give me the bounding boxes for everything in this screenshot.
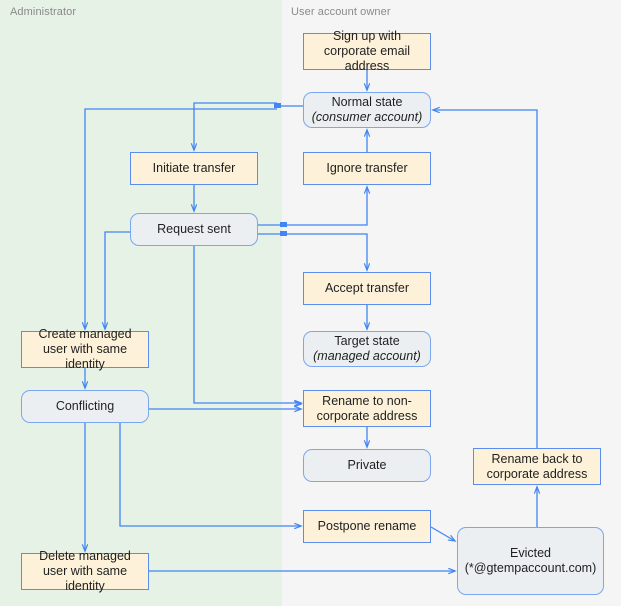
node-normal-state-sublabel: (consumer account) xyxy=(311,110,423,124)
node-delete-managed-user[interactable]: Delete managed user with same identity xyxy=(21,549,149,593)
node-rename-non-corporate-label: Rename to non-corporate address xyxy=(316,393,418,423)
node-normal-state-label: Normal state xyxy=(331,95,403,109)
node-conflicting-label: Conflicting xyxy=(55,399,115,413)
node-private-label: Private xyxy=(347,458,387,472)
node-target-state-text: Target state (managed account) xyxy=(308,334,426,364)
connector-handle-request-sent-upper xyxy=(280,222,287,227)
node-rename-non-corporate[interactable]: Rename to non-corporate address xyxy=(303,390,431,427)
node-evicted-text: Evicted (*@gtempaccount.com) xyxy=(462,546,599,576)
node-postpone-rename-label: Postpone rename xyxy=(317,519,417,533)
node-delete-managed-user-label: Delete managed user with same identity xyxy=(39,549,131,593)
swimlane-label-administrator: Administrator xyxy=(10,6,77,18)
node-request-sent[interactable]: Request sent xyxy=(130,213,258,246)
node-initiate-transfer[interactable]: Initiate transfer xyxy=(130,152,258,185)
node-accept-transfer[interactable]: Accept transfer xyxy=(303,272,431,305)
node-signup[interactable]: Sign up with corporate email address xyxy=(303,29,431,73)
node-rename-back-corporate-label: Rename back to corporate address xyxy=(486,451,588,481)
swimlane-administrator xyxy=(0,0,282,606)
node-create-managed-user[interactable]: Create managed user with same identity xyxy=(21,327,149,371)
node-accept-transfer-label: Accept transfer xyxy=(324,281,410,295)
node-target-state-label: Target state xyxy=(334,334,400,348)
node-target-state-sublabel: (managed account) xyxy=(313,349,421,363)
node-evicted-label: Evicted xyxy=(510,546,551,560)
node-initiate-transfer-label: Initiate transfer xyxy=(152,161,236,175)
node-ignore-transfer-label: Ignore transfer xyxy=(326,161,408,175)
node-create-managed-user-label: Create managed user with same identity xyxy=(38,327,132,371)
node-evicted[interactable]: Evicted (*@gtempaccount.com) xyxy=(457,527,604,595)
node-evicted-sublabel: (*@gtempaccount.com) xyxy=(464,561,597,575)
node-conflicting[interactable]: Conflicting xyxy=(21,390,149,423)
node-signup-label: Sign up with corporate email address xyxy=(323,29,411,73)
connector-handle-request-sent-lower xyxy=(280,231,287,236)
node-rename-back-corporate[interactable]: Rename back to corporate address xyxy=(473,448,601,485)
node-target-state[interactable]: Target state (managed account) xyxy=(303,331,431,367)
node-normal-state-text: Normal state (consumer account) xyxy=(308,95,426,125)
swimlane-label-user-account-owner: User account owner xyxy=(291,6,391,18)
node-ignore-transfer[interactable]: Ignore transfer xyxy=(303,152,431,185)
node-postpone-rename[interactable]: Postpone rename xyxy=(303,510,431,543)
node-private[interactable]: Private xyxy=(303,449,431,482)
node-request-sent-label: Request sent xyxy=(157,222,231,236)
node-normal-state[interactable]: Normal state (consumer account) xyxy=(303,92,431,128)
connector-handle-normal-state xyxy=(274,103,281,108)
